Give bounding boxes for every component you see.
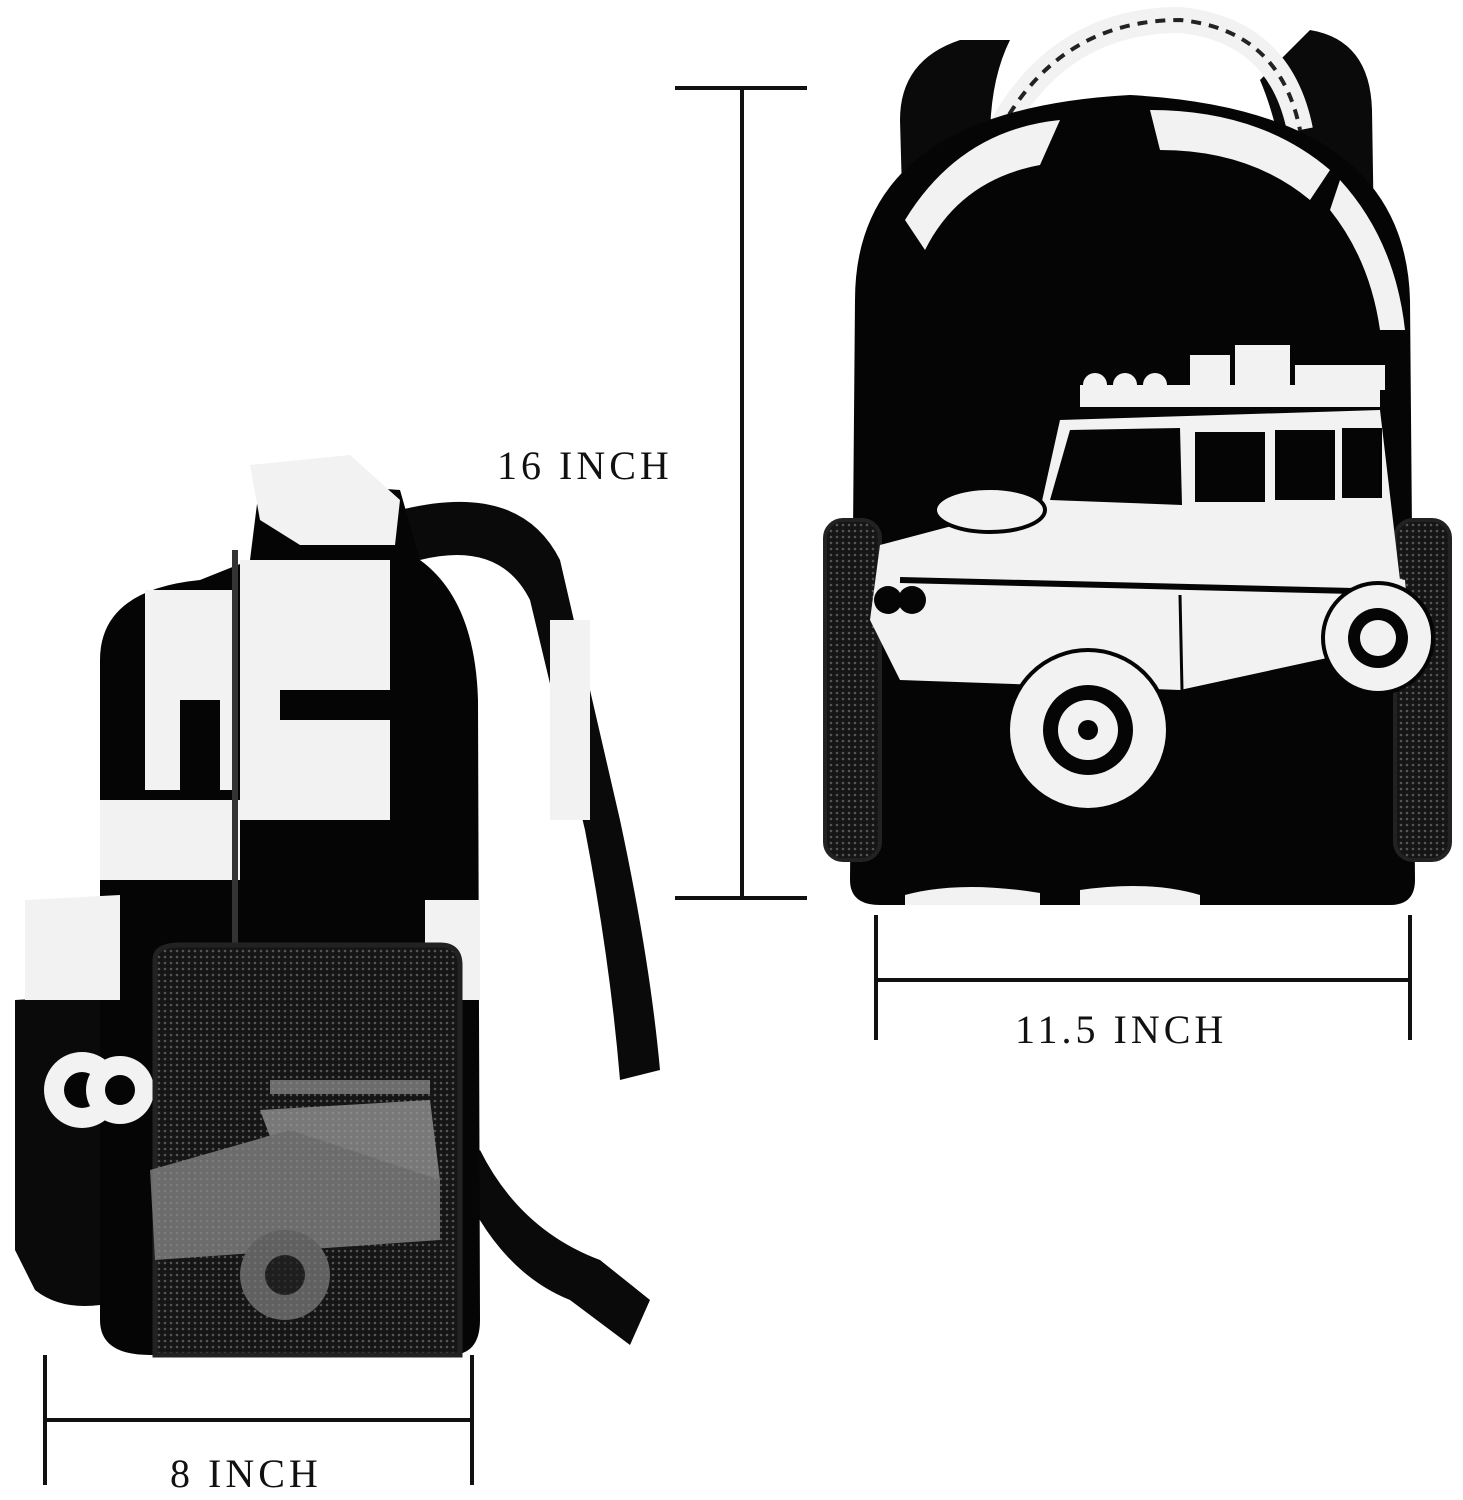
height-dimension-line xyxy=(675,86,807,900)
mesh-vehicle-print xyxy=(150,1080,440,1320)
height-label: 16 INCH xyxy=(497,443,673,488)
side-shoulder-strap xyxy=(400,501,660,1080)
depth-dimension-line xyxy=(43,1355,474,1485)
width-dimension-line xyxy=(874,915,1412,1040)
front-mesh-pocket-left xyxy=(823,518,882,862)
side-backpack xyxy=(15,455,660,1358)
side-bottle-pocket xyxy=(15,995,100,1306)
depth-label: 8 INCH xyxy=(170,1451,322,1496)
front-mesh-pocket-right xyxy=(1393,518,1452,862)
front-vehicle-print xyxy=(870,345,1435,812)
front-backpack xyxy=(823,6,1452,905)
width-label: 11.5 INCH xyxy=(1015,1007,1228,1052)
